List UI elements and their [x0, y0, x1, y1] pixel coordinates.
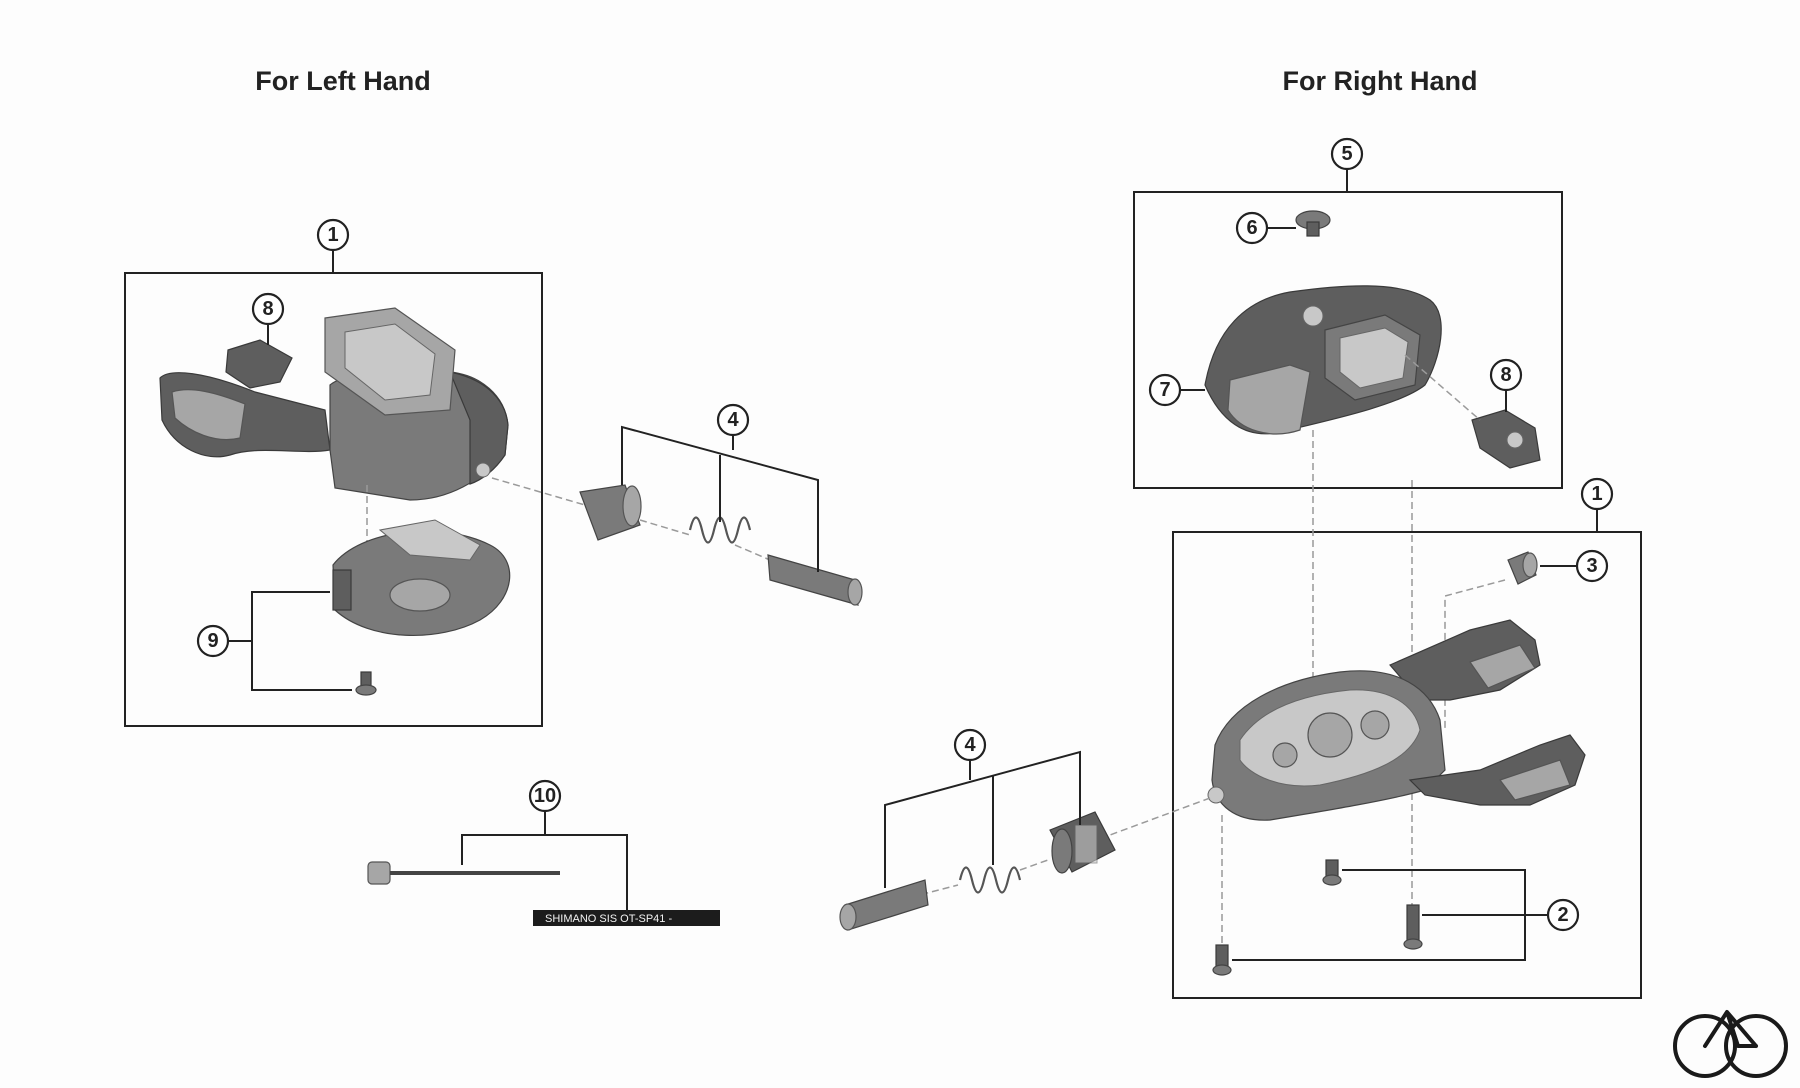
heading-left-hand: For Left Hand [255, 66, 431, 96]
callout-left-1[interactable]: 1 [316, 218, 350, 252]
bicycle-logo-icon [1673, 1010, 1788, 1078]
right-assembly-frame [1172, 531, 1642, 999]
left-base-screw-icon [355, 671, 377, 696]
svg-text:SHIMANO SIS OT-SP41 -: SHIMANO SIS OT-SP41 - [545, 913, 672, 925]
callout-right-5[interactable]: 5 [1330, 137, 1364, 171]
svg-text:2: 2 [1557, 904, 1568, 926]
callout-left-9[interactable]: 9 [196, 624, 230, 658]
callout-right-8[interactable]: 8 [1489, 358, 1523, 392]
svg-text:4: 4 [727, 409, 739, 431]
left-shift-lever-icon [159, 307, 509, 501]
svg-text:3: 3 [1586, 555, 1597, 577]
svg-text:8: 8 [262, 298, 273, 320]
callout-left-8[interactable]: 8 [251, 292, 285, 326]
callout-left-10[interactable]: 10 [528, 779, 562, 813]
callout-right-4[interactable]: 4 [953, 728, 987, 762]
right-cover-clip-icon [1471, 409, 1541, 469]
callout-right-7[interactable]: 7 [1148, 373, 1182, 407]
heading-right-hand: For Right Hand [1283, 66, 1478, 96]
svg-text:7: 7 [1159, 379, 1170, 401]
right-shifter-body-icon [1207, 619, 1586, 821]
right-screw-a-icon [1322, 859, 1342, 886]
callout-right-3[interactable]: 3 [1575, 549, 1609, 583]
svg-text:1: 1 [327, 224, 338, 246]
left-barrel-adjuster-icon [579, 484, 642, 541]
right-barrel-adjuster-icon [1049, 811, 1116, 874]
right-upper-cover-icon [1204, 285, 1442, 435]
inner-cable-icon [367, 861, 560, 885]
svg-text:5: 5 [1341, 143, 1352, 165]
right-screw-b-icon [1403, 904, 1423, 950]
svg-text:1: 1 [1591, 483, 1602, 505]
right-end-cap-icon [1507, 551, 1538, 585]
callout-left-4[interactable]: 4 [716, 403, 750, 437]
callout-right-6[interactable]: 6 [1235, 211, 1269, 245]
svg-text:9: 9 [207, 630, 218, 652]
svg-text:6: 6 [1246, 217, 1257, 239]
right-cable-end-cap-icon [839, 879, 929, 931]
right-spring-icon [958, 866, 1022, 894]
cable-housing-icon: SHIMANO SIS OT-SP41 - [533, 910, 720, 926]
left-hand-assembly: 1 8 [124, 218, 863, 926]
svg-text:4: 4 [964, 734, 976, 756]
right-cover-screw-icon [1295, 210, 1331, 237]
svg-text:8: 8 [1500, 364, 1511, 386]
left-cable-end-cap-icon [767, 554, 863, 606]
callout-right-1[interactable]: 1 [1580, 477, 1614, 511]
callout-right-2[interactable]: 2 [1546, 898, 1580, 932]
left-base-plate-icon [332, 519, 511, 637]
right-hand-assembly: 5 6 7 [839, 137, 1642, 999]
right-screw-c-icon [1212, 944, 1232, 976]
svg-text:10: 10 [534, 785, 556, 807]
